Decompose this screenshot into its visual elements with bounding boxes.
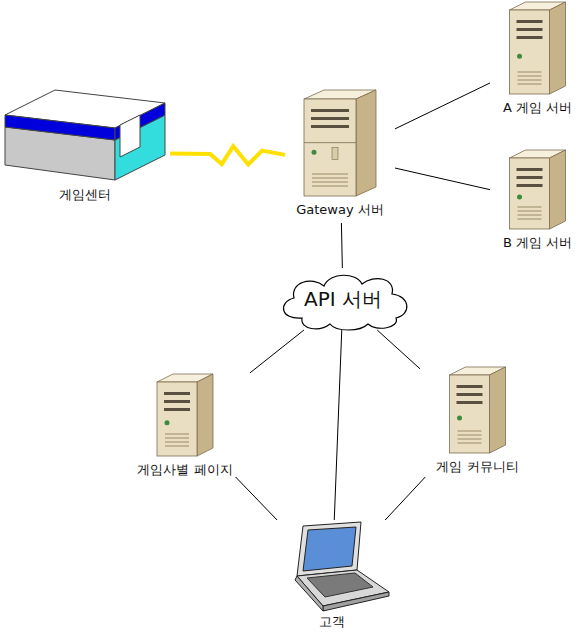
connector-line [250,330,304,373]
node-label: Gateway 서버 [285,202,395,218]
connector-line [385,477,425,520]
wireless-link [170,146,285,164]
device-node: B 게임 서버 [490,148,585,253]
device-node: 게임사별 페이지 [120,372,250,477]
node-label: 게임 커뮤니티 [420,459,535,475]
connector-line [377,330,420,369]
device-node: 고객 [272,520,392,634]
node-icon [120,372,250,460]
node-icon [0,85,170,185]
server-icon [510,2,566,94]
device-node: 게임센터 [0,85,170,220]
connector-line [395,168,490,190]
connector-line [236,477,277,520]
device-node: Gateway 서버 [285,88,395,223]
server-icon [450,367,506,453]
node-icon [285,88,395,200]
node-label: 고객 [272,614,392,630]
connector-line [341,223,343,268]
node-label: B 게임 서버 [490,235,585,251]
node-label: A 게임 서버 [490,100,585,116]
node-icon [420,365,535,457]
device-node: A 게임 서버 [490,0,585,120]
server-icon [157,374,213,456]
node-label: 게임센터 [0,187,170,203]
node-icon [490,0,585,98]
cloud-node: API 서버 [272,268,414,330]
device-node: 게임 커뮤니티 [420,365,535,477]
building-icon [5,90,165,180]
connector-line [334,330,342,520]
node-icon [490,148,585,233]
server-icon [304,90,376,196]
node-label: API 서버 [272,268,414,330]
node-label: 게임사별 페이지 [120,462,250,478]
node-icon [272,520,392,612]
laptop-icon [295,522,389,611]
server-icon [510,150,566,229]
connector-line [395,83,490,129]
